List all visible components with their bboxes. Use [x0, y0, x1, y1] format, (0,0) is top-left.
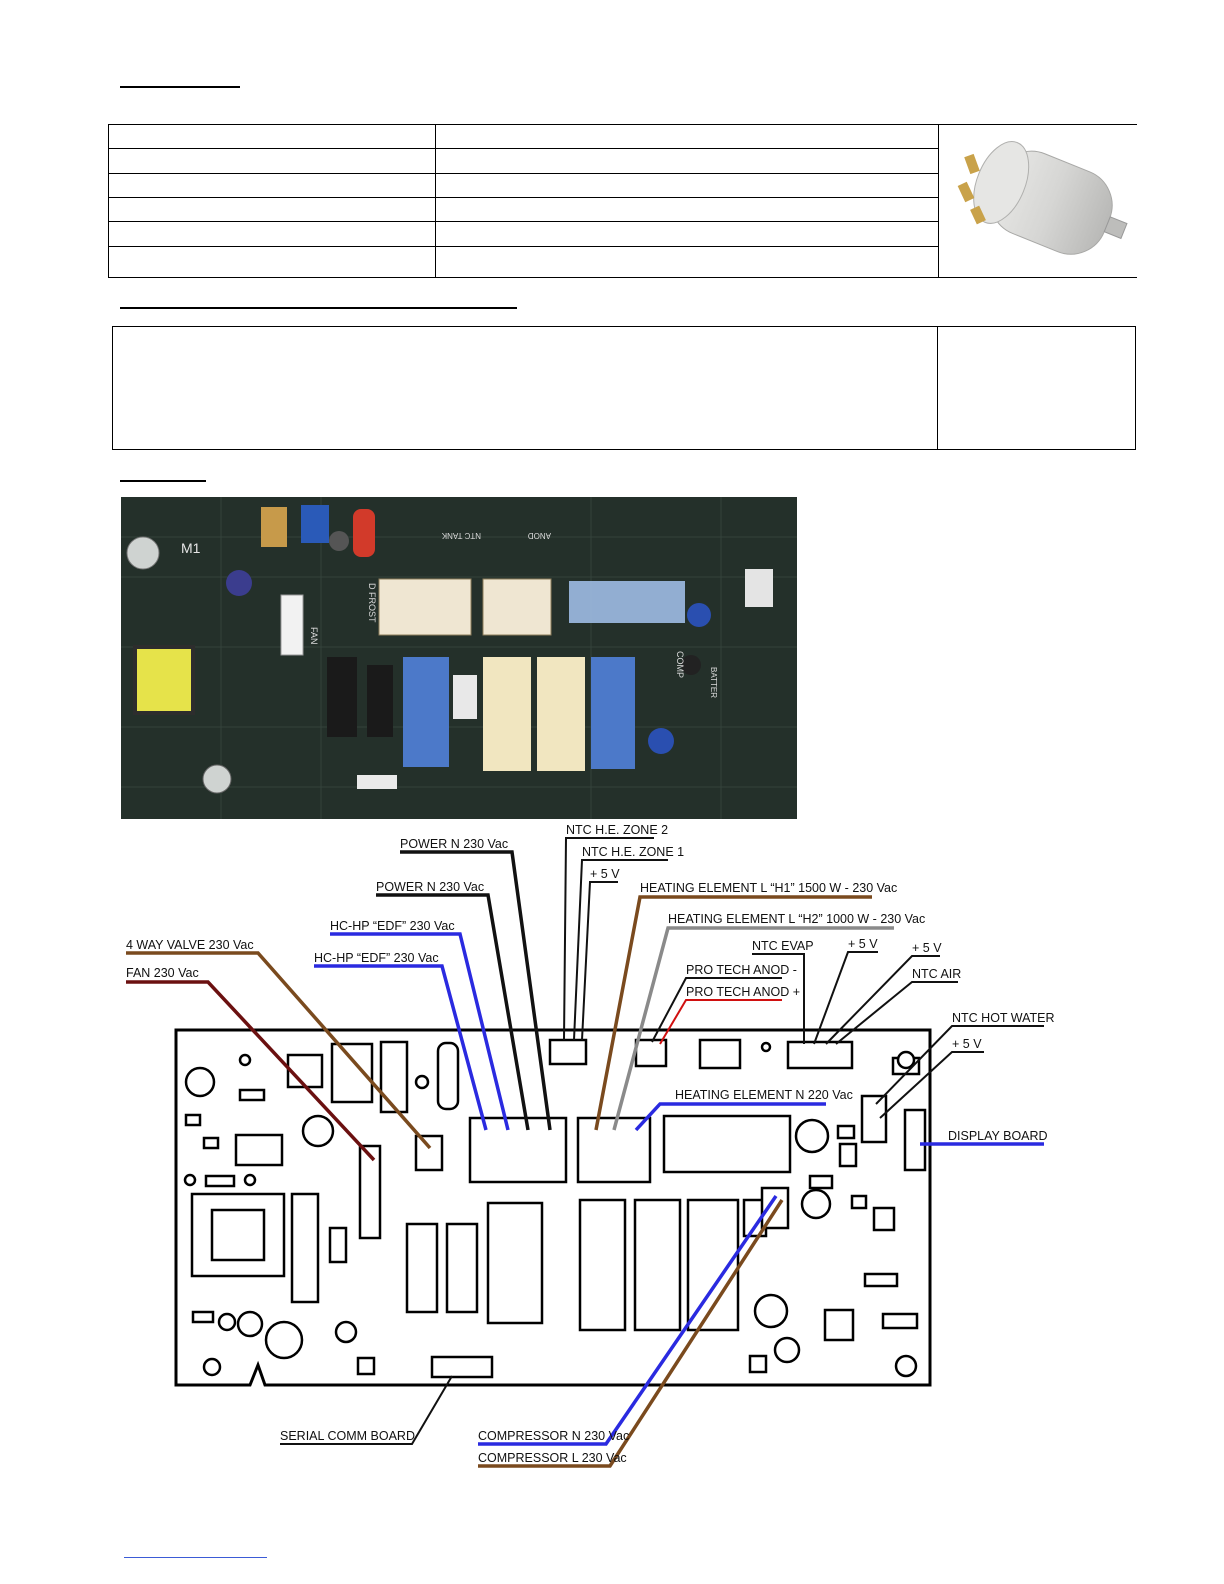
ntc-hot-water-connector	[860, 1094, 888, 1144]
valve-connector	[414, 1134, 444, 1172]
table-cell	[108, 123, 436, 150]
label-heating-n: HEATING ELEMENT N 220 Vac	[675, 1088, 853, 1102]
label-heating-h1: HEATING ELEMENT L “H1” 1500 W - 230 Vac	[640, 881, 897, 895]
board-outline	[174, 1028, 932, 1387]
description-box	[112, 326, 1136, 450]
emc-filter-image	[957, 141, 1128, 255]
table-cell	[435, 245, 939, 279]
ntc-he-connector	[548, 1038, 588, 1066]
table-row	[108, 172, 1138, 198]
silk-batter: BATTER	[709, 667, 718, 698]
leader-lines	[280, 837, 1044, 1445]
silk-comp: COMP	[675, 651, 685, 678]
label-plus5v-c: + 5 V	[952, 1037, 982, 1051]
label-ntc-hot-water: NTC HOT WATER	[952, 1011, 1055, 1025]
label-display-board: DISPLAY BOARD	[948, 1129, 1048, 1143]
table-row	[108, 245, 1138, 279]
section-heading-rule-2	[120, 307, 517, 309]
table-cell	[435, 221, 939, 247]
red-wires	[659, 999, 782, 1045]
diagram-labels: NTC H.E. ZONE 2 NTC H.E. ZONE 1 + 5 V PO…	[126, 823, 1055, 1465]
label-4-way-valve: 4 WAY VALVE 230 Vac	[126, 938, 254, 952]
ntc-evap-air-connector	[786, 1040, 854, 1070]
connectors	[358, 1038, 927, 1240]
table-cell	[435, 148, 939, 174]
pcb-photo-drawing: M1 D FROST FAN COMP NTC TANK ANOD BATTER	[121, 497, 797, 819]
spare-connector	[698, 1038, 742, 1070]
label-heating-h2: HEATING ELEMENT L “H2” 1000 W - 230 Vac	[668, 912, 925, 926]
silk-ntc-tank: NTC TANK	[441, 531, 481, 540]
spec-table	[108, 123, 1138, 279]
table-row	[108, 148, 1138, 174]
table-cell	[435, 196, 939, 223]
silk-anod: ANOD	[528, 531, 551, 540]
capacitor-image-cell	[938, 124, 1137, 278]
fan-connector	[358, 1144, 382, 1240]
table-cell	[108, 221, 436, 247]
anod-connector	[634, 1038, 668, 1068]
label-compressor-n: COMPRESSOR N 230 Vac	[478, 1429, 629, 1443]
silk-dfrost: D FROST	[367, 583, 377, 623]
label-plus5v-top: + 5 V	[590, 867, 620, 881]
dark-red-wires	[126, 980, 376, 1162]
label-pro-tech-anod-minus: PRO TECH ANOD -	[686, 963, 797, 977]
section-heading-rule-1	[120, 86, 240, 88]
table-cell	[435, 172, 939, 198]
label-ntc-air: NTC AIR	[912, 967, 961, 981]
table-cell	[108, 172, 436, 198]
display-connector	[903, 1108, 927, 1172]
table-row	[108, 196, 1138, 223]
silk-m1: M1	[181, 540, 201, 556]
label-power-n-1: POWER N 230 Vac	[400, 837, 508, 851]
box-divider	[937, 327, 938, 449]
table-cell	[108, 245, 436, 279]
label-pro-tech-anod-plus: PRO TECH ANOD +	[686, 985, 800, 999]
table-cell	[435, 123, 939, 150]
table-row	[108, 221, 1138, 247]
blue-wires	[314, 932, 1044, 1446]
gray-wires	[612, 926, 894, 1131]
label-compressor-l: COMPRESSOR L 230 Vac	[478, 1451, 627, 1465]
table-row	[108, 123, 1137, 278]
black-wires	[376, 850, 552, 1131]
table-cell	[108, 148, 436, 174]
footer-link[interactable]	[124, 1557, 267, 1558]
brown-wires	[126, 895, 872, 1468]
label-hchp-edf-2: HC-HP “EDF” 230 Vac	[314, 951, 439, 965]
label-ntc-he-zone1: NTC H.E. ZONE 1	[582, 845, 684, 859]
pcb-photo: M1 D FROST FAN COMP NTC TANK ANOD BATTER	[121, 497, 797, 819]
table-cell	[108, 196, 436, 223]
label-plus5v-a: + 5 V	[848, 937, 878, 951]
label-ntc-evap: NTC EVAP	[752, 939, 814, 953]
label-fan: FAN 230 Vac	[126, 966, 199, 980]
label-plus5v-b: + 5 V	[912, 941, 942, 955]
label-hchp-edf-1: HC-HP “EDF” 230 Vac	[330, 919, 455, 933]
section-heading-rule-3	[120, 480, 206, 482]
label-serial-comm-board: SERIAL COMM BOARD	[280, 1429, 415, 1443]
label-power-n-2: POWER N 230 Vac	[376, 880, 484, 894]
silk-fan: FAN	[309, 627, 319, 645]
label-ntc-he-zone2: NTC H.E. ZONE 2	[566, 823, 668, 837]
